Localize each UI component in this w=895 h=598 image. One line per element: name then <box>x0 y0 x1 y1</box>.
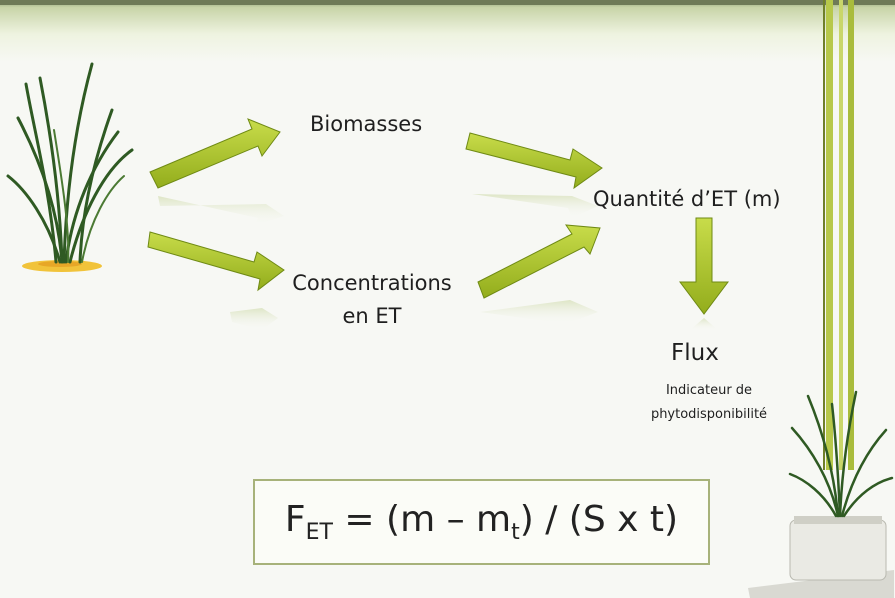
arrow-plant-to-biomasses <box>150 119 284 226</box>
grass-plant-icon <box>8 64 132 272</box>
formula-m-sub: t <box>511 520 520 545</box>
label-flux: Flux <box>671 340 719 366</box>
arrow-biomasses-to-quantite <box>466 133 602 218</box>
formula: FET = (m – mt) / (S x t) <box>255 499 708 545</box>
label-concentrations-line1: Concentrations <box>272 267 472 300</box>
formula-eq: = (m – m <box>333 499 511 540</box>
label-indicateur-line1: Indicateur de <box>614 379 804 403</box>
formula-box: FET = (m – mt) / (S x t) <box>253 479 710 565</box>
label-concentrations-line2: en ET <box>272 300 472 333</box>
arrow-concentrations-to-quantite <box>478 225 600 324</box>
label-quantite: Quantité d’ET (m) <box>593 187 781 211</box>
right-frame-lines <box>823 0 854 470</box>
formula-lhs-sub: ET <box>306 520 333 545</box>
label-indicateur: Indicateur de phytodisponibilité <box>614 379 804 427</box>
formula-lhs: F <box>285 499 306 540</box>
label-indicateur-line2: phytodisponibilité <box>614 403 804 427</box>
arrow-plant-to-concentrations <box>148 232 284 330</box>
label-concentrations: Concentrations en ET <box>272 267 472 333</box>
formula-rhs: ) / (S x t) <box>520 499 678 540</box>
arrow-quantite-to-flux <box>680 218 728 330</box>
label-biomasses: Biomasses <box>310 112 422 136</box>
